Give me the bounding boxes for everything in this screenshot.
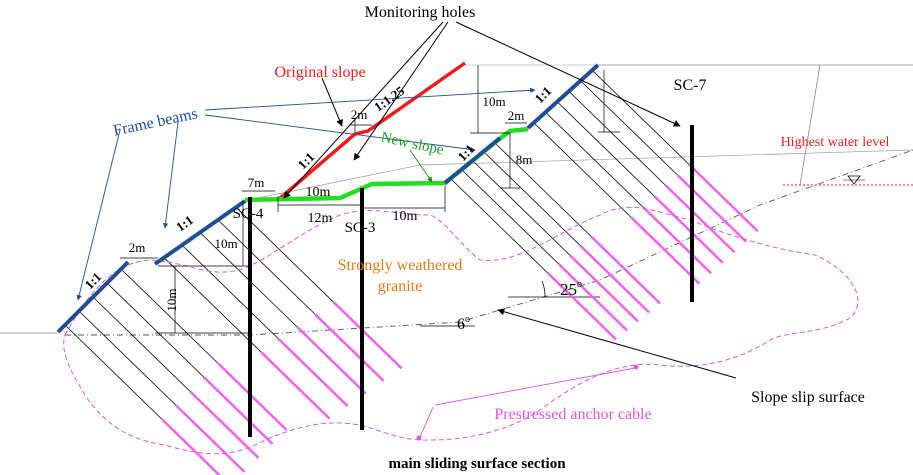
highest-water-level-label: Highest water level	[781, 135, 890, 150]
anchor-cable-free-length	[533, 122, 632, 218]
anchor-cable-bond-length	[590, 236, 662, 305]
monitoring-holes-label: Monitoring holes	[365, 4, 476, 21]
strongly-weathered-label-1: Strongly weathered	[338, 257, 463, 274]
anchor-cable-free-length	[163, 257, 262, 353]
dim-label: 2m	[508, 108, 525, 123]
angle-6-degree: o	[465, 314, 470, 325]
anchor-cable-bond-length	[688, 163, 759, 233]
angle-25-value: 25	[560, 280, 577, 299]
ground-lines	[0, 64, 913, 334]
dim-label: 10m	[164, 288, 179, 311]
dim-label: 12m	[308, 211, 333, 226]
dim-label: 2m	[351, 107, 368, 122]
figure-caption: main sliding surface section	[388, 456, 566, 472]
anchor-cable-bond-length	[314, 313, 385, 382]
dimension-lines	[120, 65, 620, 334]
anchor-cable-free-length	[568, 90, 667, 187]
frame-beam-leaders	[76, 87, 536, 301]
anchor-cable-bond-length	[630, 216, 701, 285]
anchor-cable-free-length	[472, 160, 570, 256]
anchor-cable-free-length	[217, 219, 316, 315]
water-level	[783, 175, 913, 186]
anchor-cable-bond-length	[189, 390, 260, 459]
anchor-cable-free-length	[450, 178, 548, 274]
anchor-cable-free-length	[92, 296, 191, 392]
anchor-cable-free-length	[64, 324, 163, 420]
anchor-cable-bond-length	[217, 362, 288, 431]
prestressed-anchor-cable-label: Prestressed anchor cable	[494, 406, 651, 423]
anchor-cable-bond-length	[568, 254, 640, 323]
anchor-cable-bond-length	[332, 300, 403, 370]
strongly-weathered-label-2: granite	[378, 278, 422, 295]
original-slope-line	[276, 61, 467, 202]
anchor-cable-bond-length	[579, 245, 651, 314]
angle-25-degree: o	[577, 279, 582, 290]
anchor-cable-leader	[416, 364, 639, 441]
anchor-cable-free-length	[580, 80, 678, 176]
anchor-cables-lower	[161, 163, 759, 475]
new-slope-leader	[409, 149, 433, 183]
frame-beams-label: Frame beams	[112, 105, 199, 139]
anchor-cable-bond-length	[676, 174, 748, 243]
anchor-cable-free-length	[106, 282, 205, 378]
anchorage-zone-boundary	[63, 206, 859, 455]
slope-slip-surface-label: Slope slip surface	[751, 389, 865, 406]
dim-label: 10m	[393, 209, 418, 224]
anchor-cable-bond-length	[557, 263, 629, 332]
anchor-cable-bond-length	[546, 272, 618, 341]
slip-surface	[65, 149, 913, 336]
monitoring-hole-shafts	[248, 125, 694, 437]
anchor-cable-free-length	[78, 310, 177, 406]
original-slope-label: Original slope	[274, 64, 365, 81]
anchor-cable-free-length	[494, 142, 592, 238]
anchor-cable-free-length	[545, 111, 643, 208]
anchor-cable-free-length	[591, 69, 690, 166]
dim-label: 10m	[214, 236, 237, 251]
anchor-cable-bond-length	[278, 338, 349, 408]
anchor-cable-bond-length	[296, 326, 367, 395]
anchor-cable-bond-length	[641, 205, 713, 275]
dim-label: 8m	[516, 152, 533, 167]
angle-6-label: 6o	[457, 314, 470, 333]
anchor-cable-bond-length	[175, 404, 246, 473]
anchor-cable-free-length	[483, 151, 581, 247]
angle-25-label: 25o	[560, 279, 582, 299]
frame-beam-segments	[56, 63, 600, 334]
angle-6-value: 6	[457, 316, 465, 333]
ratio-label: 1:1.25	[371, 83, 408, 115]
dim-label: 2m	[129, 240, 146, 255]
anchor-cable-bond-length	[653, 195, 724, 264]
hole-sc7-label: SC-7	[674, 77, 707, 94]
anchor-cable-free-length	[120, 268, 219, 364]
anchor-cable-bond-length	[260, 351, 331, 420]
anchor-cable-bond-length	[665, 184, 736, 254]
anchor-cable-free-length	[181, 244, 280, 340]
ratio-label: 1:1	[532, 83, 555, 106]
hole-sc3-label: SC-3	[345, 220, 376, 236]
hole-sc4-label: SC-4	[233, 206, 264, 222]
leader-arrows	[283, 21, 737, 379]
angle-markers	[420, 280, 600, 327]
anchor-cable-free-length	[235, 207, 334, 303]
anchor-cable-bond-length	[203, 376, 274, 445]
anchor-cable-free-length	[556, 101, 655, 197]
dim-label: 10m	[482, 94, 505, 109]
dim-label: 10m	[306, 185, 331, 200]
anchor-cable-free-length	[461, 169, 559, 265]
dim-label: 7m	[248, 175, 265, 190]
ratio-label: 1:1	[173, 212, 196, 234]
